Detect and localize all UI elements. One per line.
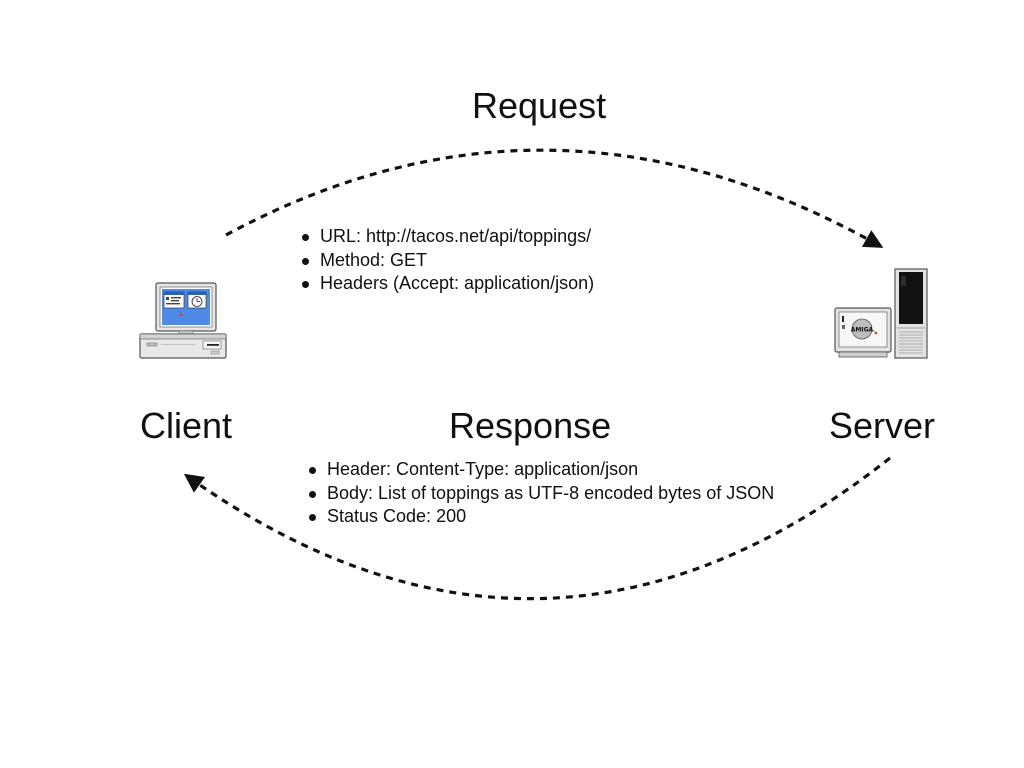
- response-arrow: [183, 456, 891, 601]
- response-detail-body: Body: List of toppings as UTF-8 encoded …: [309, 482, 774, 506]
- server-label: Server: [829, 405, 936, 446]
- response-details-list: Header: Content-Type: application/json B…: [309, 458, 774, 529]
- request-detail-url: URL: http://tacos.net/api/toppings/: [302, 225, 594, 249]
- amiga-server-tower-icon: AMIGA: [833, 268, 929, 360]
- request-detail-headers: Headers (Accept: application/json): [302, 272, 594, 296]
- request-label: Request: [472, 85, 607, 126]
- client-label: Client: [140, 405, 233, 446]
- request-arrow: [225, 148, 884, 248]
- response-label: Response: [449, 405, 612, 446]
- desktop-computer-icon: [139, 282, 229, 360]
- response-detail-status: Status Code: 200: [309, 505, 774, 529]
- response-detail-content-type: Header: Content-Type: application/json: [309, 458, 774, 482]
- svg-text:AMIGA: AMIGA: [851, 327, 874, 334]
- request-details-list: URL: http://tacos.net/api/toppings/ Meth…: [302, 225, 594, 296]
- request-detail-method: Method: GET: [302, 249, 594, 273]
